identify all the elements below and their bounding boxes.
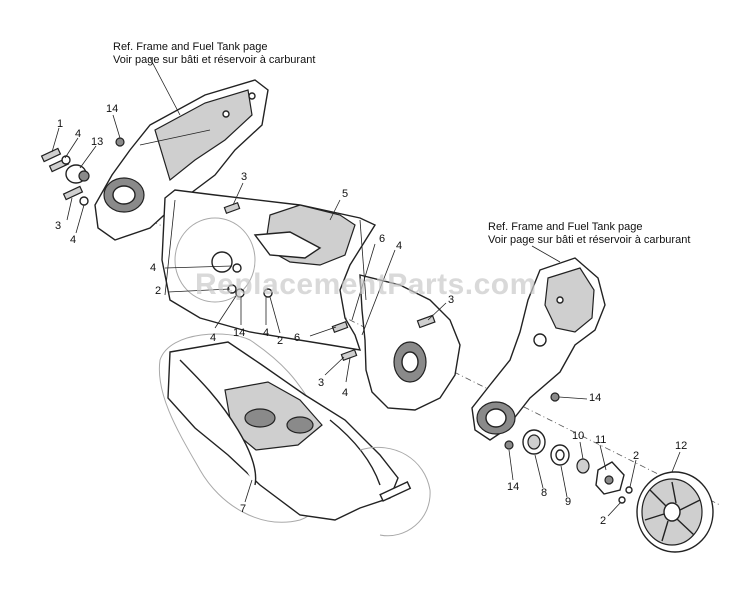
left-reference-note: Ref. Frame and Fuel Tank page Voir page … [113,41,315,67]
callout-3-b: 3 [241,171,248,183]
right-frame-bracket [471,257,606,441]
auger-housing [161,189,461,411]
left-reference-line1: Ref. Frame and Fuel Tank page [113,41,268,53]
right-hardware [504,392,714,553]
callout-4-e: 4 [263,327,270,339]
callout-9: 9 [565,496,572,508]
callout-3-d: 3 [448,294,455,306]
callout-2-c: 2 [633,450,640,462]
callout-2-b: 2 [277,335,284,347]
callout-4-a: 4 [75,128,82,140]
callout-6-a: 6 [379,233,386,245]
callout-4-c: 4 [396,240,403,252]
right-reference-note: Ref. Frame and Fuel Tank page Voir page … [488,221,690,247]
callout-2-a: 2 [155,285,162,297]
callout-3-c: 3 [318,377,325,389]
callout-4-f: 4 [210,332,217,344]
left-frame-bracket [94,79,269,241]
callout-2-d: 2 [600,515,607,527]
callout-4-b: 4 [70,234,77,246]
callout-7: 7 [240,503,247,515]
watermark: ReplacementParts.com [195,268,537,301]
right-reference-line1: Ref. Frame and Fuel Tank page [488,221,643,233]
callout-14-d: 14 [507,481,520,493]
callout-4-d: 4 [150,262,157,274]
callout-14-c: 14 [589,392,602,404]
right-reference-line2: Voir page sur bâti et réservoir à carbur… [488,234,691,246]
callout-12: 12 [675,440,688,452]
callout-10: 10 [572,430,585,442]
callout-13: 13 [91,136,104,148]
callout-5: 5 [342,188,349,200]
callout-14-b: 14 [233,327,246,339]
callout-8: 8 [541,487,548,499]
callout-3-a: 3 [55,220,62,232]
housing-hardware [223,202,436,361]
left-reference-line2: Voir page sur bâti et réservoir à carbur… [113,54,316,66]
callout-14-a: 14 [106,103,119,115]
callout-6-b: 6 [294,332,301,344]
callout-1: 1 [57,118,64,130]
leader-lines [51,57,681,517]
callout-4-g: 4 [342,387,349,399]
auger-assembly [158,333,431,537]
callout-11: 11 [595,434,607,446]
